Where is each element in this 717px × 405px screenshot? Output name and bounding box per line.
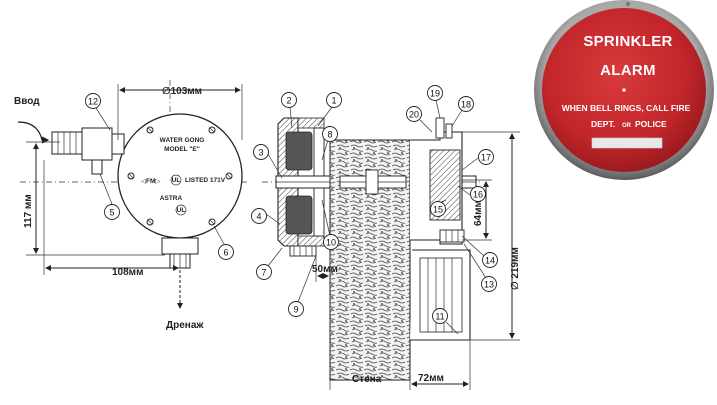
callout-2: 2 <box>286 96 291 106</box>
callout-19: 19 <box>430 89 440 99</box>
callout-16: 16 <box>473 190 483 200</box>
callout-13: 13 <box>484 280 494 290</box>
callouts-left: 12 5 6 <box>85 93 234 260</box>
callout-10: 10 <box>326 238 336 248</box>
sign-line4a: DEPT. <box>591 119 615 129</box>
callout-9: 9 <box>293 305 298 315</box>
sign-line4b: OR <box>622 123 632 129</box>
drain-outlet <box>161 237 199 269</box>
callout-8: 8 <box>327 130 332 140</box>
dim-diameter-219: ∅ 219мм <box>510 247 521 290</box>
dim-height-64: 64мм <box>473 200 484 226</box>
drain-label: Дренаж <box>166 320 204 331</box>
callout-15: 15 <box>433 205 443 215</box>
striker-upper <box>285 131 313 171</box>
fm-mark: ◁FM▷ <box>141 178 160 185</box>
callout-20: 20 <box>409 110 419 120</box>
astra-mark: ASTRA <box>160 195 183 202</box>
callout-14: 14 <box>485 256 495 266</box>
callouts-section: 1 2 3 4 7 8 9 10 11 <box>251 85 498 335</box>
sign-line2: ALARM <box>600 62 656 79</box>
ul-mark-lower: UL <box>177 207 186 214</box>
striker-lower <box>285 195 313 235</box>
strainer-body <box>410 249 471 341</box>
callout-18: 18 <box>461 100 471 110</box>
ul-mark: UL <box>172 177 181 184</box>
center-screw-icon <box>622 88 626 92</box>
sign-blank-plate <box>591 137 663 149</box>
screw-icons <box>127 126 233 226</box>
inlet-label: Ввод <box>14 96 40 107</box>
callout-11: 11 <box>435 312 444 322</box>
listed-mark: LISTED 171V <box>185 177 226 184</box>
callout-6: 6 <box>223 248 228 258</box>
sign-line3: WHEN BELL RINGS, CALL FIRE <box>562 103 691 113</box>
callout-7: 7 <box>261 268 266 278</box>
callout-1: 1 <box>331 96 336 106</box>
ul-logo-lower-icon <box>175 204 187 216</box>
dim-width-50: 50мм <box>312 264 338 275</box>
sprinkler-alarm-sign: SPRINKLER ALARM WHEN BELL RINGS, CALL FI… <box>534 0 714 180</box>
gong-body <box>117 113 243 239</box>
front-view: WATER GONG MODEL "E" ◁FM▷ UL LISTED 171V… <box>14 80 250 331</box>
sign-line4c: POLICE <box>635 119 667 129</box>
sign-line1: SPRINKLER <box>583 33 672 50</box>
dim-width-108: 108мм <box>112 267 143 278</box>
inlet-arrow-icon <box>17 121 50 144</box>
section-view: 50мм Стена 72мм 64мм ∅ 219мм 1 2 3 <box>251 85 521 390</box>
gong-face-line1: WATER GONG <box>160 137 205 144</box>
callout-17: 17 <box>481 153 491 163</box>
callout-5: 5 <box>109 208 114 218</box>
gong-face-line2: MODEL "E" <box>164 146 200 153</box>
callout-4: 4 <box>256 212 261 222</box>
callout-12: 12 <box>88 97 98 107</box>
drain-stub <box>289 245 317 257</box>
dim-diameter-103: ∅103мм <box>162 86 202 97</box>
dim-width-72: 72мм <box>418 373 444 384</box>
dim-height-117: 117 мм <box>23 194 34 228</box>
wall-label: Стена <box>352 374 382 385</box>
callout-3: 3 <box>258 148 263 158</box>
inlet-fitting <box>51 127 125 175</box>
ul-logo-icon <box>170 174 182 186</box>
